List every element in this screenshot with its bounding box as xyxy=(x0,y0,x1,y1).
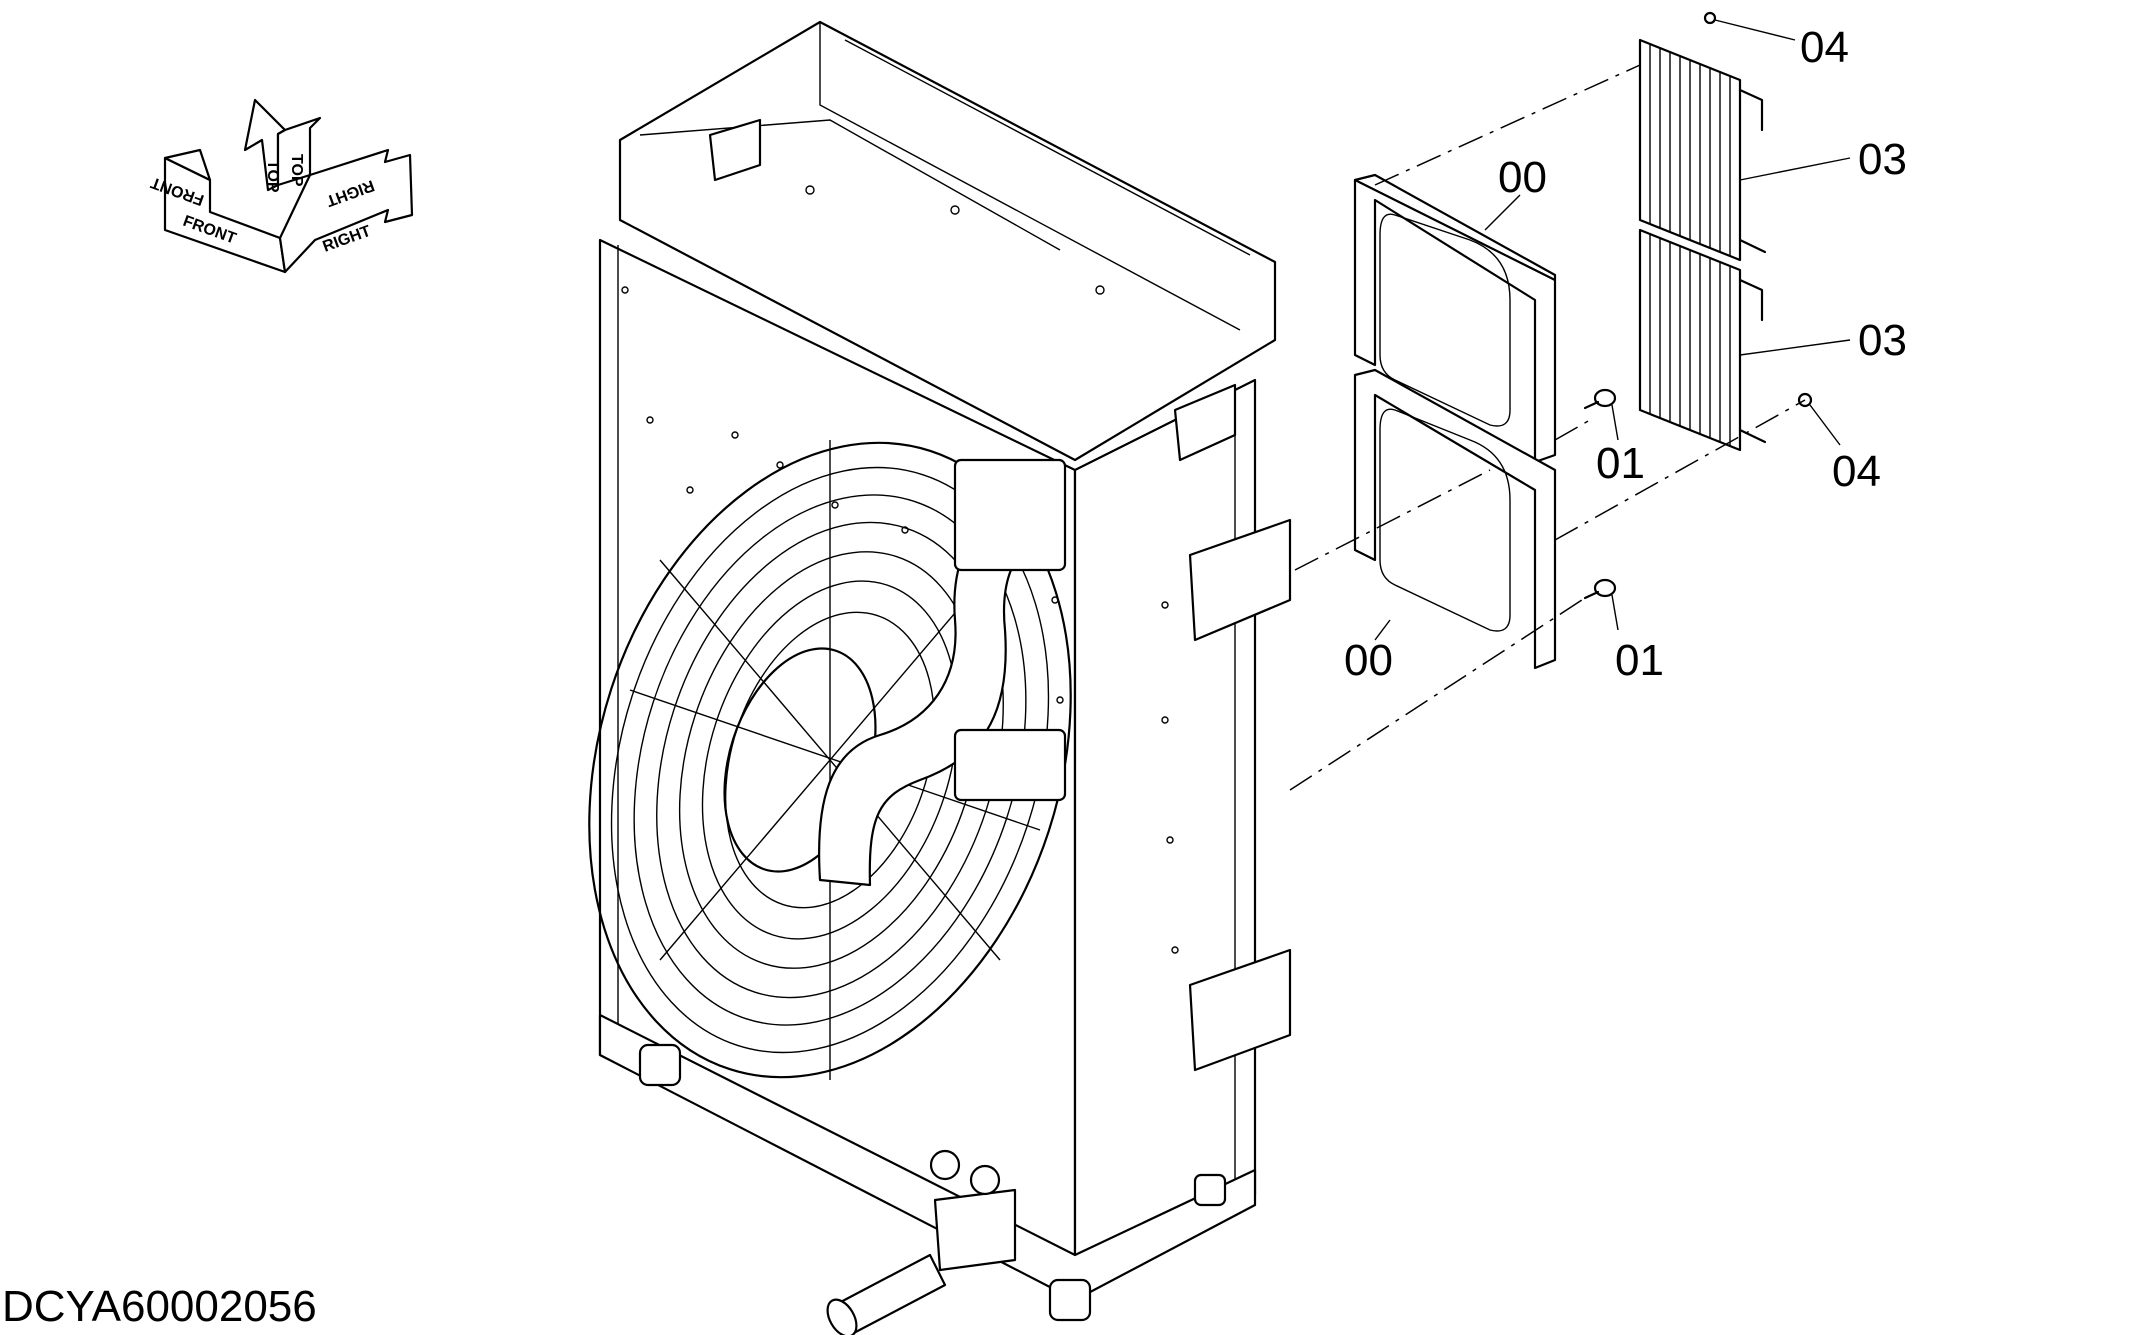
orientation-indicator: FRONT FRONT TOP TOP RIGHT RIGHT xyxy=(149,98,414,274)
bolt-01-top xyxy=(1583,388,1617,410)
callout-03-bottom: 03 xyxy=(1858,316,1907,365)
leader-lines xyxy=(1374,19,1851,641)
callout-00-bottom: 00 xyxy=(1344,636,1393,685)
frame-00-top xyxy=(1353,173,1557,464)
drain-valve xyxy=(826,1149,1017,1335)
fan-guard xyxy=(588,440,1072,1080)
heat-exchanger-03-top xyxy=(1638,38,1767,262)
callout-01-bottom: 01 xyxy=(1615,636,1664,685)
callout-04-top: 04 xyxy=(1800,23,1849,72)
top-label: TOP xyxy=(264,160,281,193)
bolt-01-bottom xyxy=(1583,578,1617,600)
top-label-mirror: TOP xyxy=(288,154,305,187)
screw-04-top xyxy=(1703,11,1717,25)
callout-01-top: 01 xyxy=(1596,439,1645,488)
callouts: 04 00 03 03 01 04 00 01 xyxy=(1344,23,1907,685)
callout-04-bottom: 04 xyxy=(1832,447,1881,496)
frame-00-bottom xyxy=(1353,368,1557,670)
callout-03-top: 03 xyxy=(1858,135,1907,184)
coolant-hose xyxy=(818,458,1067,887)
callout-00-top: 00 xyxy=(1498,153,1547,202)
document-id: DCYA60002056 xyxy=(2,1282,317,1331)
assembly-lines xyxy=(1289,64,1806,791)
radiator-housing xyxy=(598,20,1292,1322)
heat-exchanger-03-bottom xyxy=(1638,228,1767,452)
